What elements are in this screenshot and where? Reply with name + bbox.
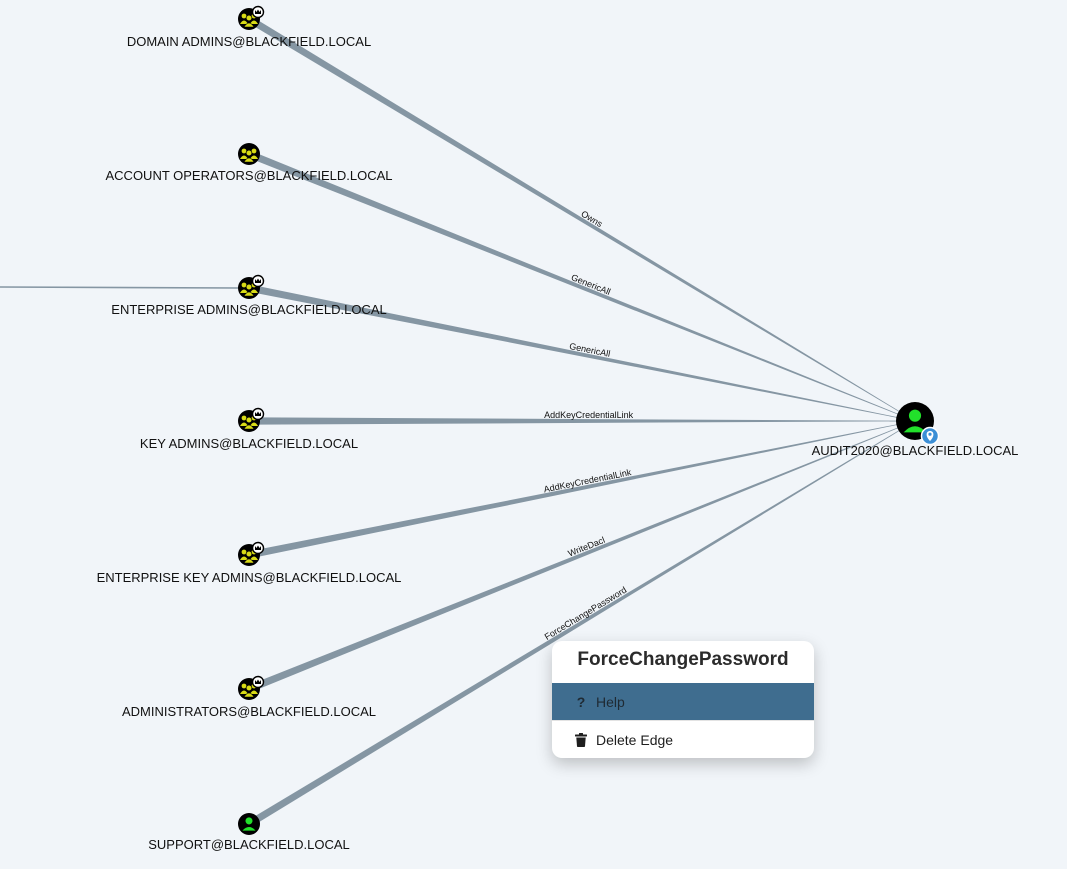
node-label: ACCOUNT OPERATORS@BLACKFIELD.LOCAL xyxy=(106,168,393,183)
node-audit2020[interactable]: AUDIT2020@BLACKFIELD.LOCAL xyxy=(812,402,1019,458)
edge-domain-admins-to-audit2020[interactable] xyxy=(255,21,900,412)
edge-label-addkeycredentiallink: AddKeyCredentialLink xyxy=(544,410,634,420)
edge-key-admins-to-audit2020[interactable] xyxy=(259,417,897,425)
node-label: DOMAIN ADMINS@BLACKFIELD.LOCAL xyxy=(127,34,371,49)
node-label: ENTERPRISE KEY ADMINS@BLACKFIELD.LOCAL xyxy=(97,570,402,585)
trash-icon xyxy=(574,732,588,747)
crown-icon xyxy=(251,675,265,689)
delete-edge-menu-label: Delete Edge xyxy=(596,731,674,748)
node-enterprise-key-admins[interactable]: ENTERPRISE KEY ADMINS@BLACKFIELD.LOCAL xyxy=(97,541,402,586)
node-account-operators[interactable]: ACCOUNT OPERATORS@BLACKFIELD.LOCAL xyxy=(106,143,393,183)
crown-icon xyxy=(251,541,265,555)
edge-administrators-to-audit2020[interactable] xyxy=(256,427,899,689)
node-label: ENTERPRISE ADMINS@BLACKFIELD.LOCAL xyxy=(111,302,386,317)
node-label: ADMINISTRATORS@BLACKFIELD.LOCAL xyxy=(122,704,376,719)
delete-edge-menu-item[interactable]: Delete Edge xyxy=(552,720,814,758)
context-menu-title: ForceChangePassword xyxy=(577,649,789,670)
user-icon xyxy=(896,402,934,440)
crown-icon xyxy=(251,5,265,19)
node-enterprise-admins[interactable]: ENTERPRISE ADMINS@BLACKFIELD.LOCAL xyxy=(111,274,387,318)
help-menu-label: Help xyxy=(596,693,625,710)
edge-support-to-audit2020[interactable] xyxy=(255,430,900,822)
user-icon xyxy=(238,813,260,835)
node-administrators[interactable]: ADMINISTRATORS@BLACKFIELD.LOCAL xyxy=(122,675,376,720)
edge-enterprise-key-admins-to-audit2020[interactable] xyxy=(258,424,898,557)
question-icon: ? xyxy=(576,693,586,710)
edge-enterprise-admins-to-audit2020[interactable] xyxy=(258,286,898,418)
node-label: SUPPORT@BLACKFIELD.LOCAL xyxy=(148,837,350,852)
node-support[interactable]: SUPPORT@BLACKFIELD.LOCAL xyxy=(148,813,350,852)
crown-icon xyxy=(251,274,265,288)
edge-account-operators-to-audit2020[interactable] xyxy=(256,154,899,415)
node-key-admins[interactable]: KEY ADMINS@BLACKFIELD.LOCAL xyxy=(140,407,358,452)
edge-offscreen-to-enterprise-admins[interactable] xyxy=(0,286,239,289)
node-label: KEY ADMINS@BLACKFIELD.LOCAL xyxy=(140,436,358,451)
edge-context-menu: ForceChangePassword ? Help Delete Edge xyxy=(552,641,814,758)
location-pin-icon xyxy=(920,426,940,446)
edge-label-forcechangepassword: ForceChangePassword xyxy=(543,585,629,642)
node-domain-admins[interactable]: DOMAIN ADMINS@BLACKFIELD.LOCAL xyxy=(127,5,371,50)
crown-icon xyxy=(251,407,265,421)
group-icon xyxy=(238,143,260,165)
help-menu-item[interactable]: ? Help xyxy=(552,683,814,720)
node-label: AUDIT2020@BLACKFIELD.LOCAL xyxy=(812,443,1019,458)
